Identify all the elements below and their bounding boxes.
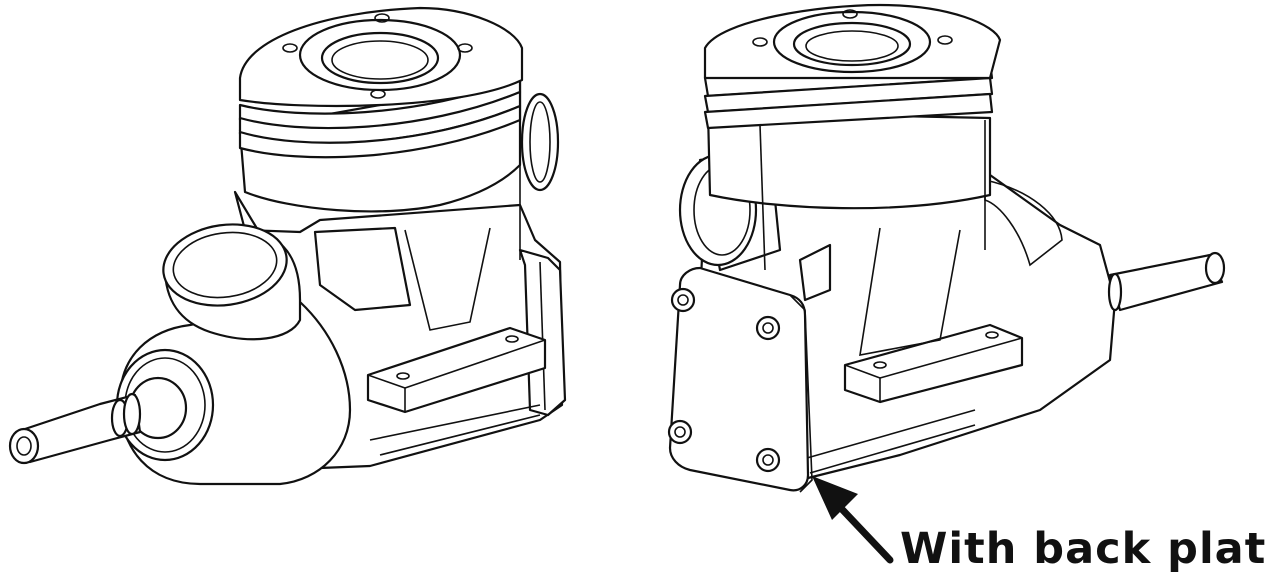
bolt-icon [755, 315, 781, 341]
caption-label: With back plate [900, 524, 1265, 574]
engine-front-view [8, 6, 567, 486]
bolt-icon [670, 287, 696, 313]
bolt-icon [755, 447, 781, 473]
pointer-arrow-icon [812, 476, 894, 564]
bolt-icon [667, 419, 693, 445]
engine-rear-view [667, 3, 1226, 493]
